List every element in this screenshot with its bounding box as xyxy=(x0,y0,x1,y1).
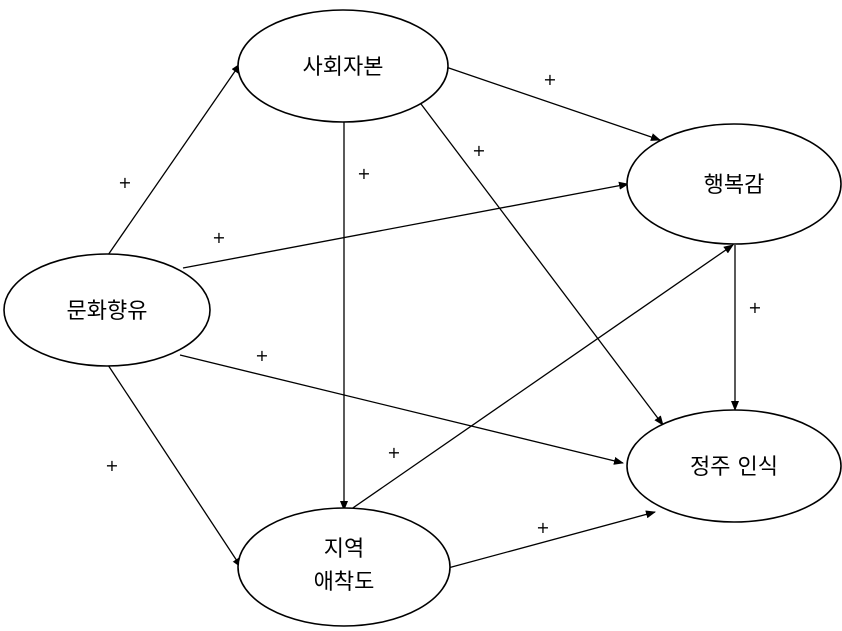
node-social-capital: 사회자본 xyxy=(237,9,449,123)
sign-cultural-to-attachment: + xyxy=(105,456,118,475)
node-local-attachment-line2: 애착도 xyxy=(314,570,375,595)
edge-social-to-happiness xyxy=(442,65,661,141)
sign-cultural-to-settlement: + xyxy=(255,346,268,365)
sign-social-to-attachment: + xyxy=(357,164,370,183)
edge-cultural-to-attachment xyxy=(107,364,242,568)
edge-cultural-to-social xyxy=(107,63,241,256)
node-happiness-label: 행복감 xyxy=(704,173,765,198)
edge-attachment-to-happiness xyxy=(346,244,734,513)
sign-social-to-happiness: + xyxy=(543,70,556,89)
node-settlement-intention: 정주 인식 xyxy=(626,409,842,523)
node-social-capital-label: 사회자본 xyxy=(303,55,384,80)
sign-cultural-to-happiness: + xyxy=(212,228,225,247)
node-settlement-intention-label: 정주 인식 xyxy=(690,455,778,480)
edge-social-to-settlement xyxy=(417,99,664,426)
sign-attachment-to-happiness: + xyxy=(387,443,400,462)
node-local-attachment: 지역 애착도 xyxy=(237,507,451,627)
node-cultural-enjoyment: 문화향유 xyxy=(3,253,211,367)
sign-attachment-to-settlement: + xyxy=(536,518,549,537)
sign-social-to-settlement: + xyxy=(472,141,485,160)
edge-cultural-to-happiness xyxy=(182,181,629,269)
node-happiness: 행복감 xyxy=(626,123,842,245)
edge-attachment-to-settlement xyxy=(447,510,656,569)
sign-happiness-to-settlement: + xyxy=(748,298,761,317)
node-local-attachment-line1: 지역 xyxy=(324,537,364,562)
edge-cultural-to-settlement xyxy=(179,354,624,465)
sign-cultural-to-social: + xyxy=(118,173,131,192)
node-cultural-enjoyment-label: 문화향유 xyxy=(67,299,148,324)
